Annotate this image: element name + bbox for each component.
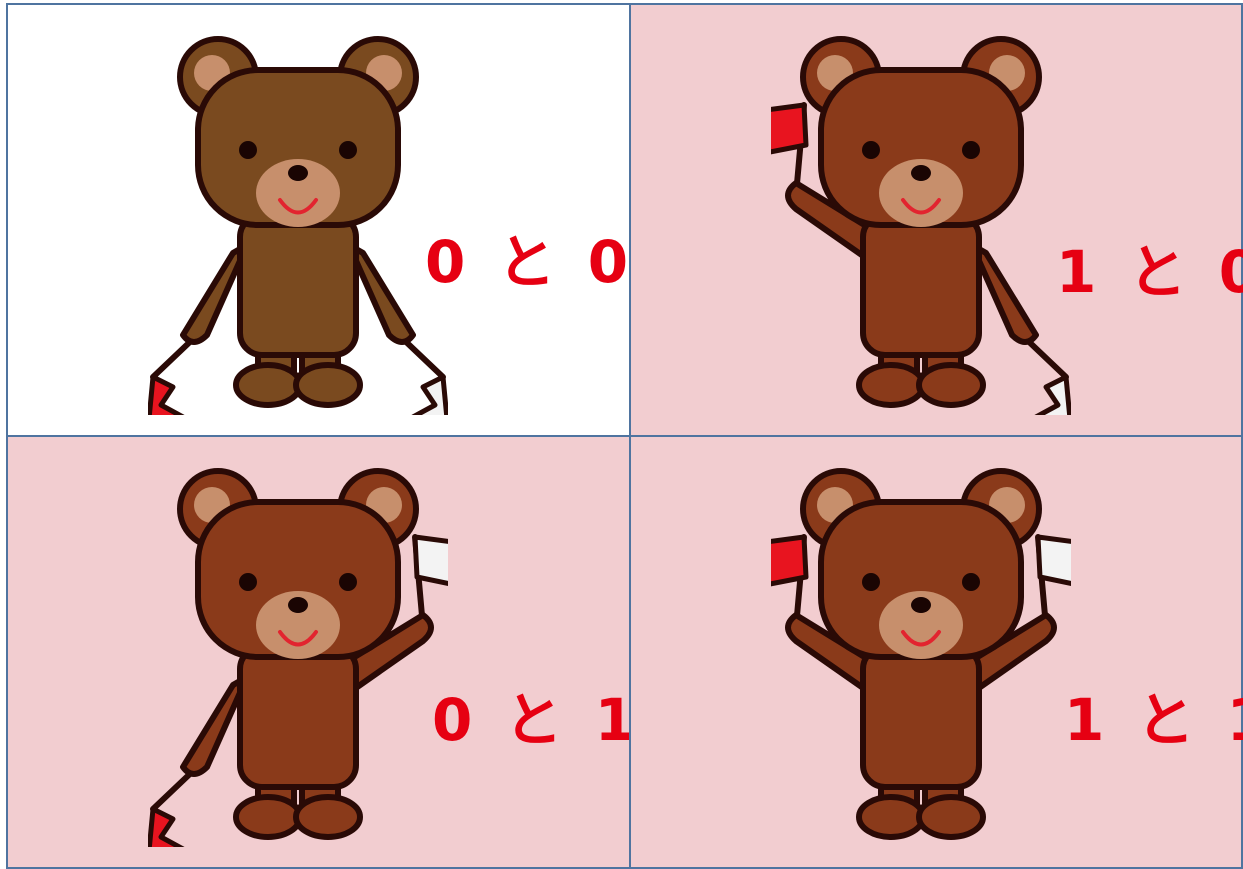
bear-nose xyxy=(288,165,308,181)
bear-nose xyxy=(288,597,308,613)
white-flag-icon xyxy=(1026,339,1070,415)
panel-label: 1 と 0 xyxy=(1056,225,1243,309)
bear-foot xyxy=(859,797,923,837)
bear-illustration xyxy=(148,467,448,847)
red-flag-icon xyxy=(149,771,193,847)
bear-foot xyxy=(919,797,983,837)
bear-nose xyxy=(911,597,931,613)
panel-label: 0 と 1 xyxy=(432,673,641,757)
bear-figure xyxy=(788,39,1039,405)
bear-foot xyxy=(236,365,300,405)
bear-eye xyxy=(239,573,257,591)
white-flag-icon xyxy=(403,339,447,415)
panel-1-and-1: 1 と 1 xyxy=(629,435,1243,869)
bear-eye xyxy=(862,141,880,159)
bear-torso xyxy=(863,647,979,787)
bear-foot xyxy=(296,365,360,405)
panel-0-and-0: 0 と 0 xyxy=(6,3,631,437)
bear-torso xyxy=(240,215,356,355)
bear-eye xyxy=(962,573,980,591)
bear-eye xyxy=(239,141,257,159)
bear-foot xyxy=(919,365,983,405)
bear-eye xyxy=(962,141,980,159)
bear-foot xyxy=(296,797,360,837)
flag-bear-grid: 0 と 0 1 と 0 0 と 1 1 と 1 xyxy=(6,3,1243,869)
bear-figure xyxy=(180,471,431,837)
panel-0-and-1: 0 と 1 xyxy=(6,435,631,869)
red-flag-icon xyxy=(771,105,806,195)
bear-figure xyxy=(788,471,1054,837)
red-flag-icon xyxy=(149,339,193,415)
bear-figure xyxy=(180,39,416,405)
bear-illustration xyxy=(148,35,448,415)
bear-foot xyxy=(236,797,300,837)
panel-1-and-0: 1 と 0 xyxy=(629,3,1243,437)
panel-label: 0 と 0 xyxy=(425,215,634,299)
red-flag-icon xyxy=(771,537,806,627)
bear-eye xyxy=(339,573,357,591)
bear-nose xyxy=(911,165,931,181)
bear-foot xyxy=(859,365,923,405)
bear-illustration xyxy=(771,35,1071,415)
bear-illustration xyxy=(771,467,1071,847)
bear-eye xyxy=(862,573,880,591)
bear-torso xyxy=(240,647,356,787)
panel-label: 1 と 1 xyxy=(1064,673,1243,757)
bear-torso xyxy=(863,215,979,355)
bear-eye xyxy=(339,141,357,159)
